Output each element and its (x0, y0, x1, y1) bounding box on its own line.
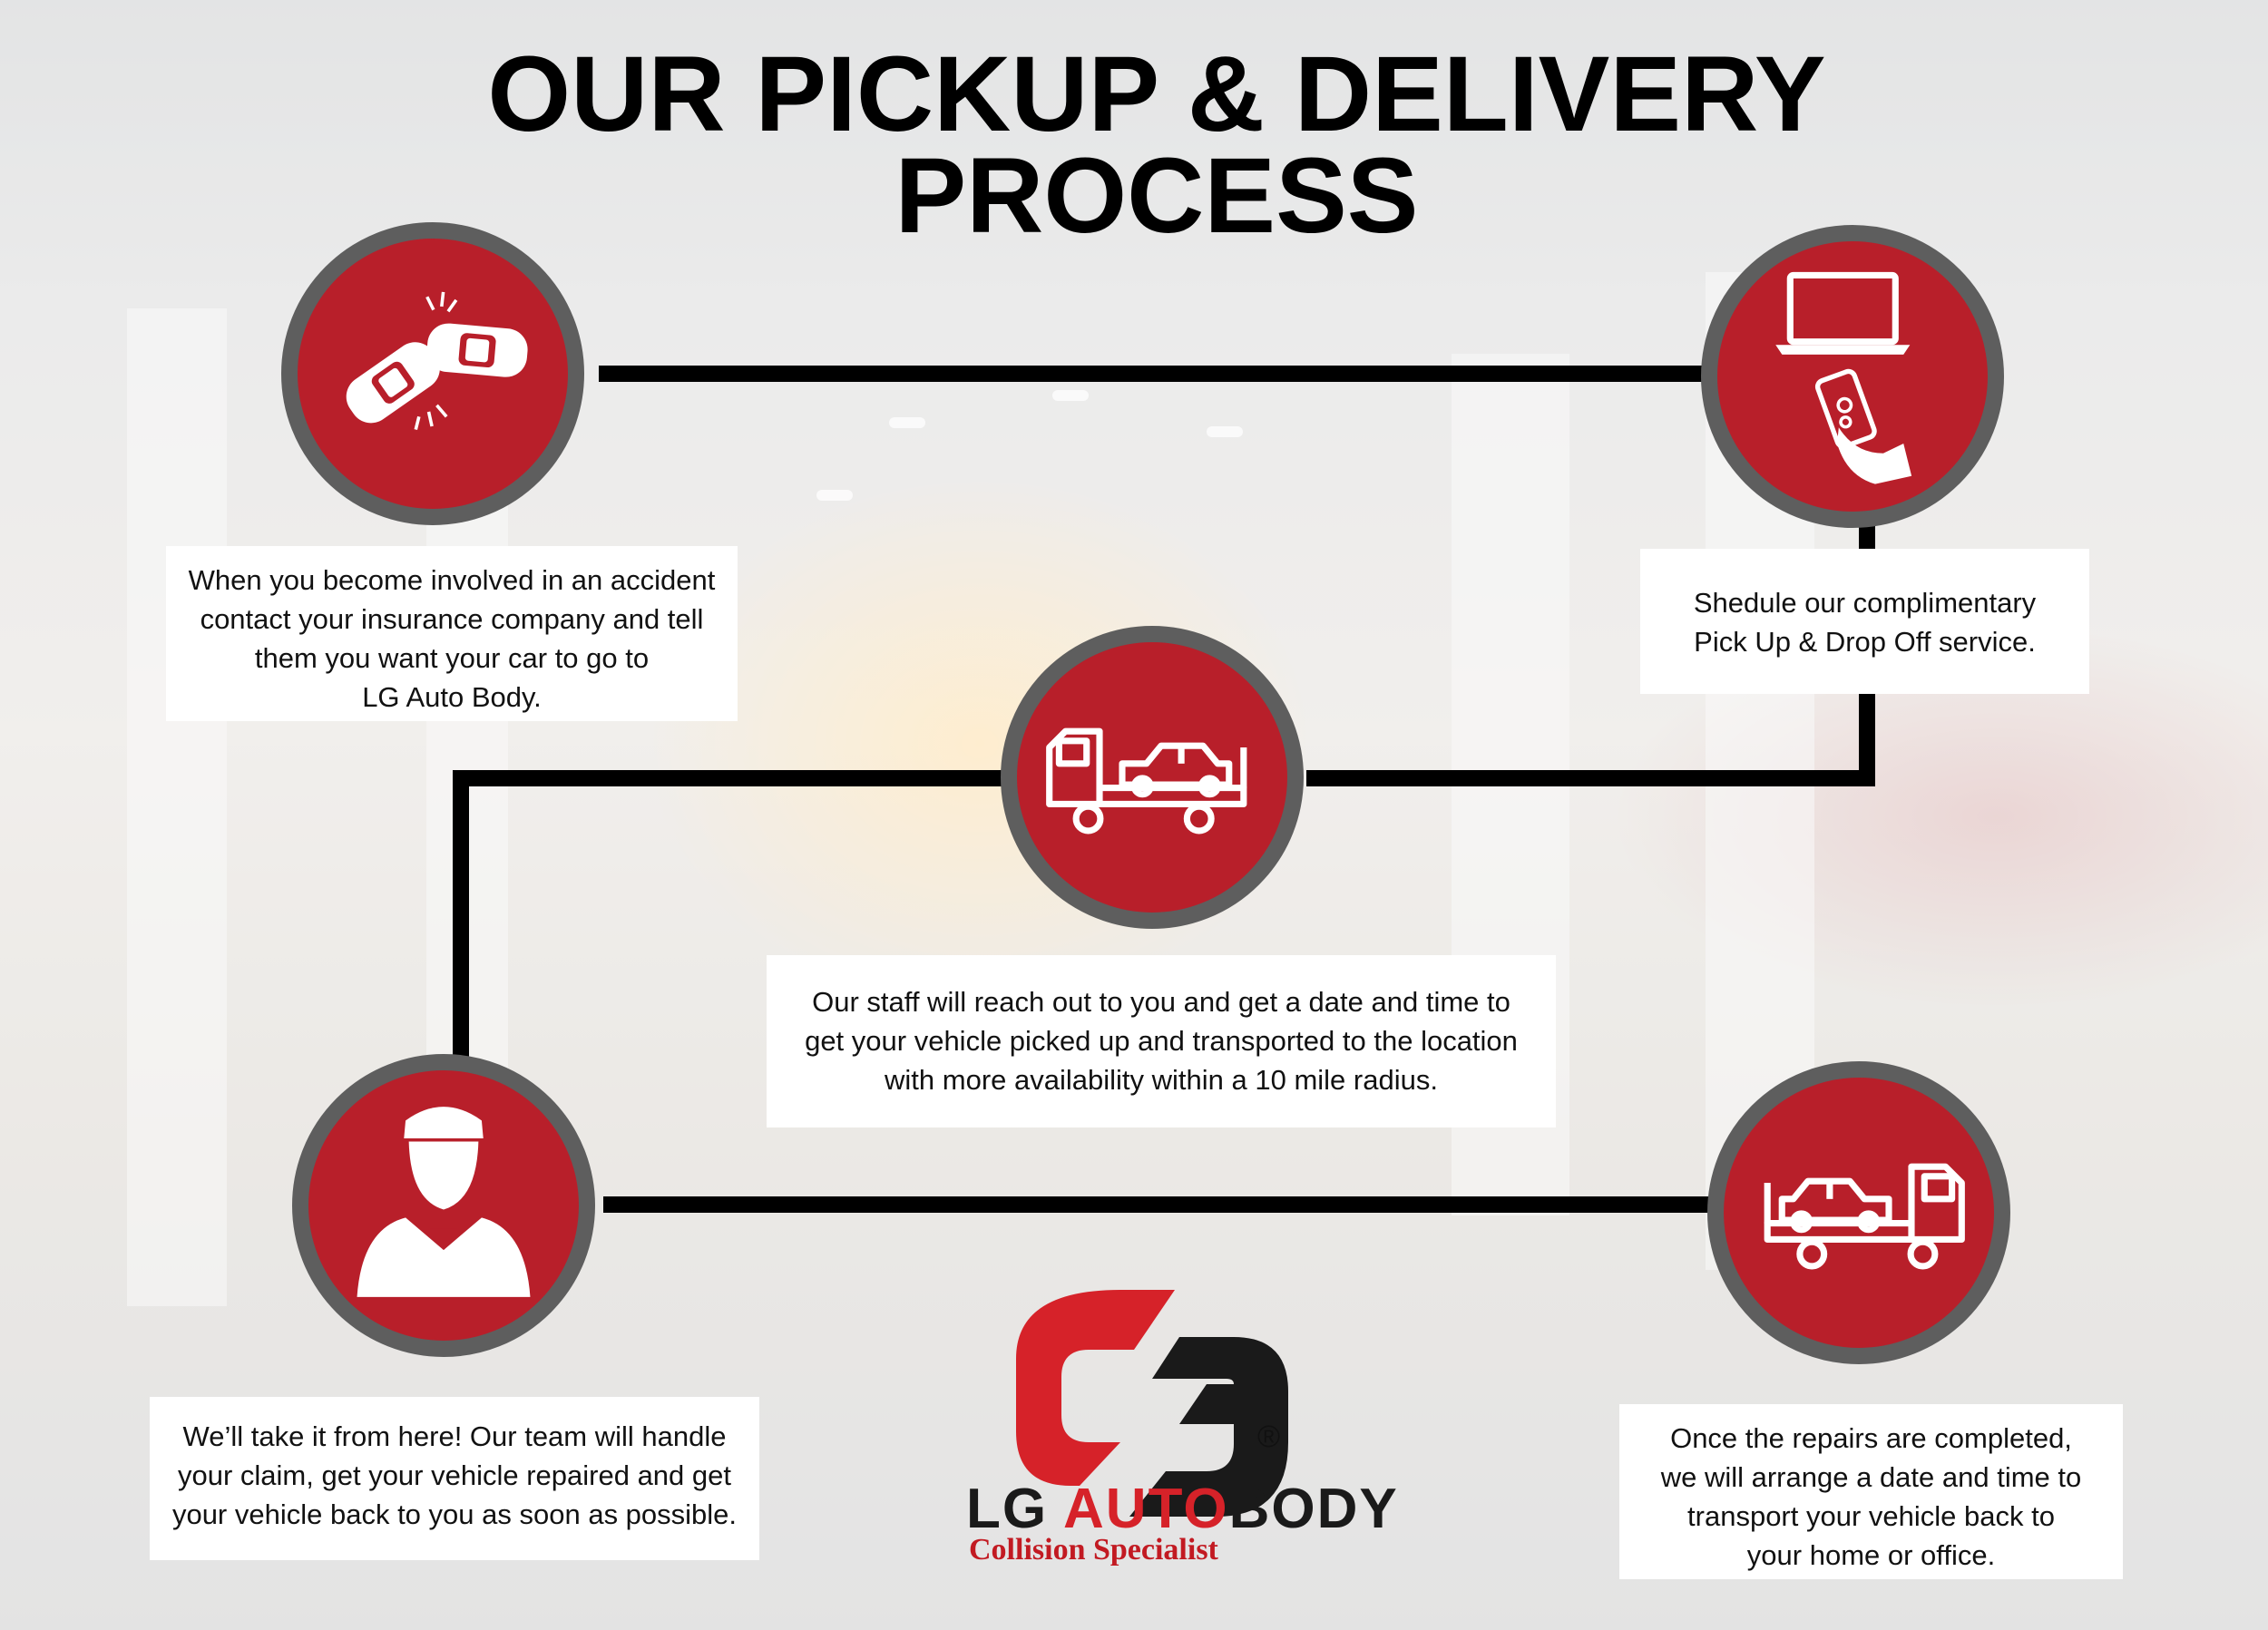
tow-truck-return-icon (1764, 1163, 1965, 1270)
ceiling-light (1207, 426, 1243, 437)
step-2-node (1701, 225, 2004, 528)
step-text-line: contact your insurance company and tell (200, 603, 704, 635)
background-pillar (127, 308, 227, 1306)
step-text-line: When you become involved in an accident (188, 564, 716, 596)
step-1-description: When you become involved in an accident … (166, 546, 738, 721)
step-text-line: your vehicle back to you as soon as poss… (171, 1498, 738, 1530)
step-1-node (281, 222, 584, 525)
step-2-description: Shedule our complimentary Pick Up & Drop… (1640, 549, 2089, 694)
step-text-line: them you want your car to go to (254, 642, 650, 674)
step-text-line: we will arrange a date and time to (1660, 1461, 2082, 1493)
tow-truck-pickup-icon (1046, 727, 1247, 835)
step-text-line: Pick Up & Drop Off service. (1694, 626, 2036, 658)
title-line-1: OUR PICKUP & DELIVERY (487, 34, 1826, 154)
step-5-node (1707, 1061, 2010, 1364)
step-4-node (292, 1054, 595, 1357)
connector-step3-step4 (453, 770, 1007, 1098)
step-3-node (1001, 626, 1304, 929)
ceiling-light (1052, 390, 1089, 401)
brand-part-lg: LG (966, 1478, 1064, 1540)
ceiling-light (816, 490, 853, 501)
step-text-line: LG Auto Body. (362, 681, 542, 713)
brand-part-auto: AUTO (1063, 1478, 1229, 1540)
car-crash-icon (346, 291, 528, 430)
laptop-phone-icon (1775, 271, 1912, 484)
step-text-line: transport your vehicle back to (1687, 1500, 2055, 1532)
technician-icon (357, 1107, 531, 1297)
brand-part-body: BODY (1228, 1478, 1399, 1540)
title-line-2: PROCESS (894, 136, 1419, 256)
step-text-line: with more availability within a 10 mile … (885, 1064, 1438, 1096)
step-5-description: Once the repairs are completed, we will … (1619, 1404, 2123, 1579)
step-text-line: get your vehicle picked up and transport… (805, 1025, 1518, 1057)
page-title: OUR PICKUP & DELIVERY PROCESS (0, 34, 2268, 256)
step-4-description: We’ll take it from here! Our team will h… (150, 1397, 759, 1560)
step-text-line: your claim, get your vehicle repaired an… (178, 1459, 731, 1491)
ceiling-light (889, 417, 925, 428)
step-text-line: We’ll take it from here! Our team will h… (182, 1420, 727, 1452)
registered-mark: ® (1257, 1420, 1281, 1454)
lg-logo-mark (1016, 1290, 1288, 1517)
step-3-description: Our staff will reach out to you and get … (767, 955, 1556, 1127)
step-text-line: your home or office. (1746, 1539, 1996, 1571)
brand-wordmark: LG AUTOBODY (966, 1477, 1399, 1541)
brand-tagline: Collision Specialist (969, 1533, 1218, 1567)
step-text-line: Our staff will reach out to you and get … (812, 986, 1510, 1018)
step-text-line: Once the repairs are completed, (1670, 1422, 2072, 1454)
step-text-line: Shedule our complimentary (1693, 587, 2037, 619)
